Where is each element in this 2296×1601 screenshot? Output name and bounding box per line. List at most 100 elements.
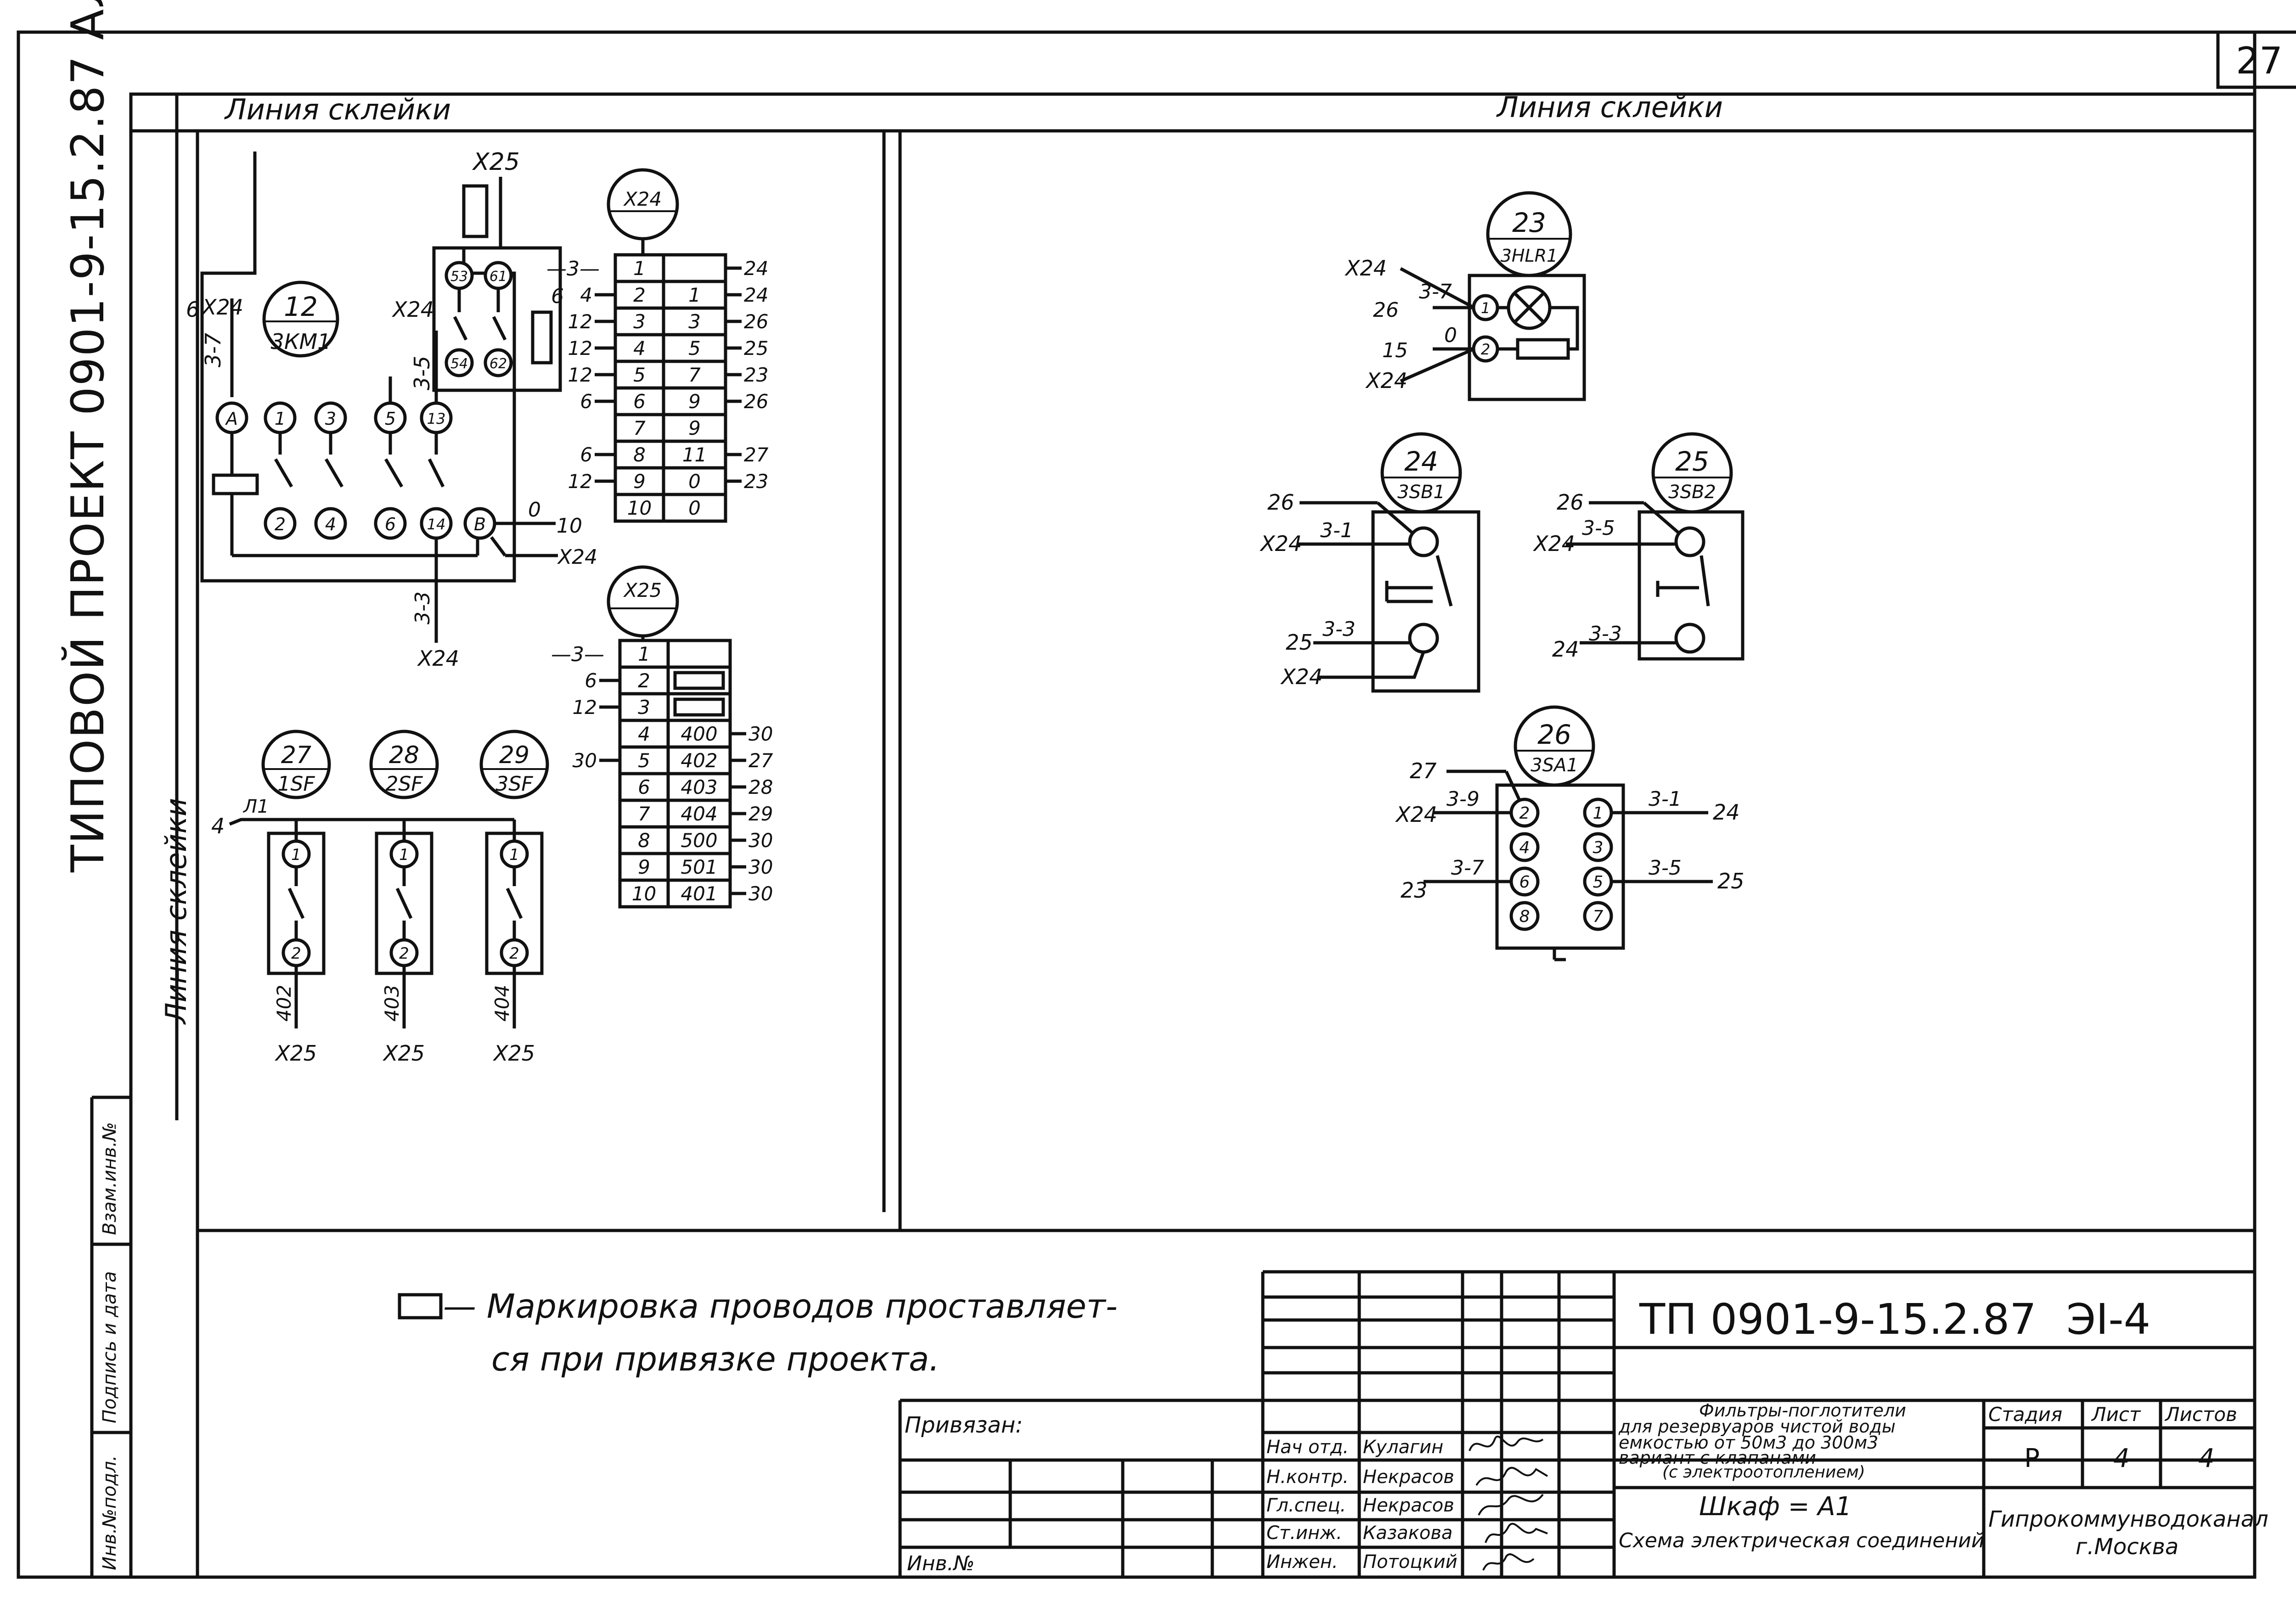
sa1-wire-3-9-label: 3-9: [1446, 787, 1480, 811]
sa1-number: 26: [1537, 719, 1571, 750]
relay-terminal-61-label: 61: [490, 269, 507, 285]
km1-wire-3-7: 3-7: [201, 333, 225, 367]
x24-title: X24: [623, 188, 662, 210]
x24-row-val: 0: [688, 497, 701, 519]
x24-row-val: 9: [688, 417, 701, 439]
sf-bus: [229, 818, 514, 826]
km1-label-circle: [262, 281, 339, 358]
tb-desc-1: Фильтры-поглотители: [1699, 1400, 1906, 1421]
x25-left-label: 12: [573, 696, 597, 719]
hlr1-loop: [1550, 306, 1579, 351]
sa1-wire-25-label: 25: [1717, 869, 1745, 893]
sa1-terminal-label: 8: [1519, 907, 1530, 926]
sf-contact: [287, 888, 305, 919]
relay-terminal-54-label: 54: [450, 356, 468, 372]
sb2-contact: [1699, 555, 1710, 607]
hlr1-wire-26: 26: [1373, 298, 1399, 322]
x24-row-val: 7: [688, 364, 701, 386]
sf-number: 28: [389, 742, 419, 769]
drawing-frame: [129, 92, 2257, 1579]
glue-label-left: Линия склейки: [159, 798, 193, 1025]
relay-contact-ab: [453, 316, 468, 341]
panel-right: [898, 129, 2257, 1232]
sb1-outline: [1371, 510, 1480, 693]
sb1-wire-x24b-label: X24: [1280, 664, 1322, 689]
sb1-wire-3-1-label: 3-1: [1320, 519, 1353, 542]
legend-note: — Маркировка проводов проставляет- ся пр…: [398, 1287, 1118, 1378]
sa1-terminal: [1509, 832, 1540, 862]
x25-row-num: 2: [638, 669, 650, 692]
glue-label-top-left: Линия склейки: [224, 93, 451, 126]
km1-wire-x24-c: X24: [417, 646, 459, 671]
km1-number: 12: [284, 291, 318, 322]
relay-terminal-53-label: 53: [450, 269, 468, 285]
tb-sheet-code: ЭI-4: [2066, 1295, 2150, 1344]
km1-terminal-2-label: 2: [275, 514, 286, 534]
sb2-terminal-bottom: [1674, 623, 1705, 654]
glue-label-top-right: Линия склейки: [1496, 90, 1723, 124]
tb-desc-2: для резервуаров чистой воды: [1618, 1416, 1896, 1437]
hlr1-wire-in-2b: [1400, 347, 1475, 383]
sf-number: 27: [281, 742, 311, 769]
km1-terminal-6-label: 6: [385, 514, 396, 534]
x25-right-label: 27: [748, 749, 773, 772]
sa1-wire-3-7-label: 3-7: [1451, 856, 1484, 880]
button-sb1: 24 3SB1 26 X24 3-1 25 3-3 X24: [1260, 432, 1480, 693]
x25-right-label: 30: [748, 723, 773, 745]
x25-row-num: 7: [638, 803, 650, 825]
sa1-terminal: [1509, 901, 1540, 931]
hlr1-wire-15: 15: [1382, 339, 1408, 362]
sf-code: 1SF: [277, 772, 315, 796]
sa1-terminal-label: 1: [1593, 804, 1604, 823]
x25-row-num: 5: [638, 749, 650, 772]
sheet-number-box: [2216, 30, 2296, 89]
hlr1-lamp-x2: [1513, 292, 1545, 324]
lamp-hlr1: 23 3HLR1 1 2 X24 3-7 26 15 0 X24: [1345, 191, 1586, 401]
km1-terminal-4-label: 4: [325, 514, 336, 534]
legend-line-1: — Маркировка проводов проставляет-: [443, 1287, 1118, 1326]
sa1-wire-3-5-label: 3-5: [1649, 856, 1682, 880]
sb1-wire-x24b: [1318, 651, 1425, 679]
tb-staff-name-1: Некрасов: [1363, 1466, 1454, 1488]
side-field-sign: Подпись и дата: [99, 1271, 120, 1423]
sb2-wire-26-label: 26: [1557, 490, 1584, 515]
km1-wire-3-3: 3-3: [411, 591, 434, 624]
km1-contact-3b: [324, 458, 344, 488]
contactor-km1: 12 3КМ1 6 X24 3-7 A 1 3 5 13: [186, 152, 597, 671]
km1-terminal-b-label: B: [474, 514, 486, 534]
sf-dest-label: X25: [383, 1041, 425, 1066]
relay-terminal-54: [445, 348, 474, 377]
relay-wire-6: 6: [551, 285, 564, 308]
x24-row-num: 8: [633, 444, 646, 466]
sf-number: 29: [499, 742, 529, 769]
tb-city: г.Москва: [2076, 1534, 2178, 1560]
x24-row-num: 3: [633, 310, 646, 333]
km1-coil: [212, 473, 259, 495]
sf-out-label: 403: [381, 985, 403, 1022]
x25-row-num: 8: [638, 829, 650, 852]
relay-ref: X25: [472, 148, 520, 176]
sf-code: 2SF: [385, 772, 423, 796]
x25-row-num: 6: [638, 776, 650, 798]
x24-left-label: 12: [568, 310, 592, 333]
hlr1-terminal-1-label: 1: [1481, 299, 1490, 317]
x24-row-num: 10: [627, 497, 652, 519]
sb1-number: 24: [1404, 446, 1438, 477]
relay-wire-x24: X24: [392, 297, 434, 322]
km1-terminal-13-label: 13: [427, 410, 446, 427]
tb-signature-2: [1478, 1494, 1544, 1516]
hlr1-wire-0: 0: [1444, 324, 1457, 347]
km1-terminal-14-label: 14: [427, 516, 446, 533]
x25-title: X25: [623, 579, 662, 601]
x24-row-num: 6: [633, 390, 646, 413]
km1-terminal-1-label: 1: [275, 409, 286, 429]
tb-desc-5: (с электроотоплением): [1662, 1463, 1865, 1482]
tb-col-sheets: Листов: [2164, 1403, 2237, 1426]
km1-code: 3КМ1: [271, 329, 331, 354]
tb-staff-name-4: Потоцкий: [1363, 1551, 1458, 1573]
km1-terminal-a-label: A: [225, 409, 238, 429]
x24-right-label: 24: [744, 257, 768, 280]
tb-desc-4: вариант с клапанами: [1619, 1448, 1816, 1468]
